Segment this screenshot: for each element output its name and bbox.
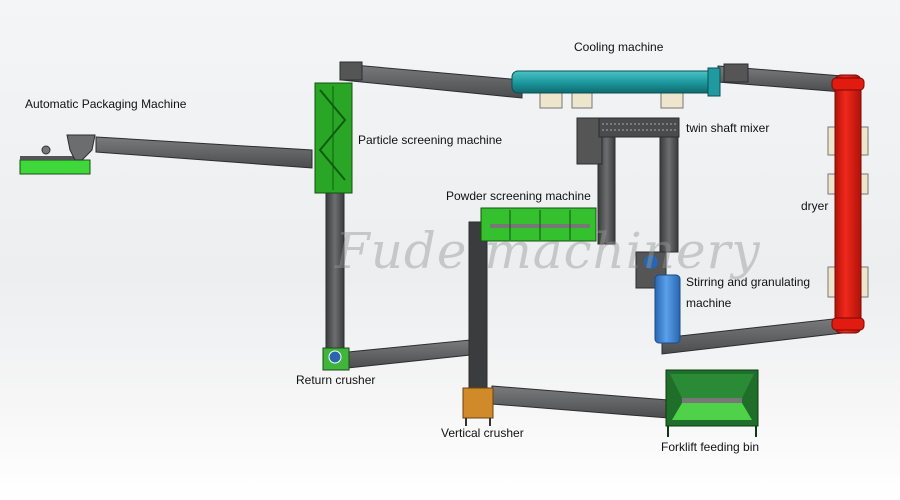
conveyors bbox=[95, 63, 843, 419]
label-powder-screening: Powder screening machine bbox=[446, 189, 591, 203]
conveyor-bin-to-crusher bbox=[491, 385, 669, 419]
cooling-machine bbox=[511, 63, 749, 109]
label-cooling-machine: Cooling machine bbox=[574, 40, 664, 54]
dryer bbox=[827, 74, 869, 334]
conveyor-packaging bbox=[95, 136, 313, 169]
label-stirring-granulating-line2: machine bbox=[686, 296, 732, 310]
conveyor-dryer-to-granulator bbox=[661, 317, 843, 355]
label-return-crusher: Return crusher bbox=[296, 373, 376, 387]
powder-screening-machine bbox=[480, 207, 597, 242]
return-crusher bbox=[322, 347, 350, 371]
packaging-machine bbox=[19, 134, 96, 175]
stirring-granulating-machine bbox=[635, 251, 681, 344]
watermark: Fude machinery bbox=[335, 222, 761, 280]
label-stirring-granulating: Stirring and granulating bbox=[686, 275, 811, 289]
vertical-crusher bbox=[462, 387, 494, 426]
label-forklift-feeding-bin: Forklift feeding bin bbox=[661, 440, 760, 454]
label-packaging-machine: Automatic Packaging Machine bbox=[25, 97, 187, 111]
conveyor-top bbox=[341, 63, 523, 99]
label-vertical-crusher: Vertical crusher bbox=[441, 426, 524, 440]
label-particle-screening: Particle screening machine bbox=[358, 133, 503, 147]
particle-screening-machine bbox=[314, 61, 363, 194]
conveyor-return-crusher bbox=[347, 339, 471, 369]
label-twin-shaft-mixer: twin shaft mixer bbox=[686, 121, 770, 135]
forklift-feeding-bin bbox=[665, 369, 759, 437]
twin-shaft-mixer bbox=[576, 117, 680, 165]
label-dryer: dryer bbox=[801, 199, 829, 213]
